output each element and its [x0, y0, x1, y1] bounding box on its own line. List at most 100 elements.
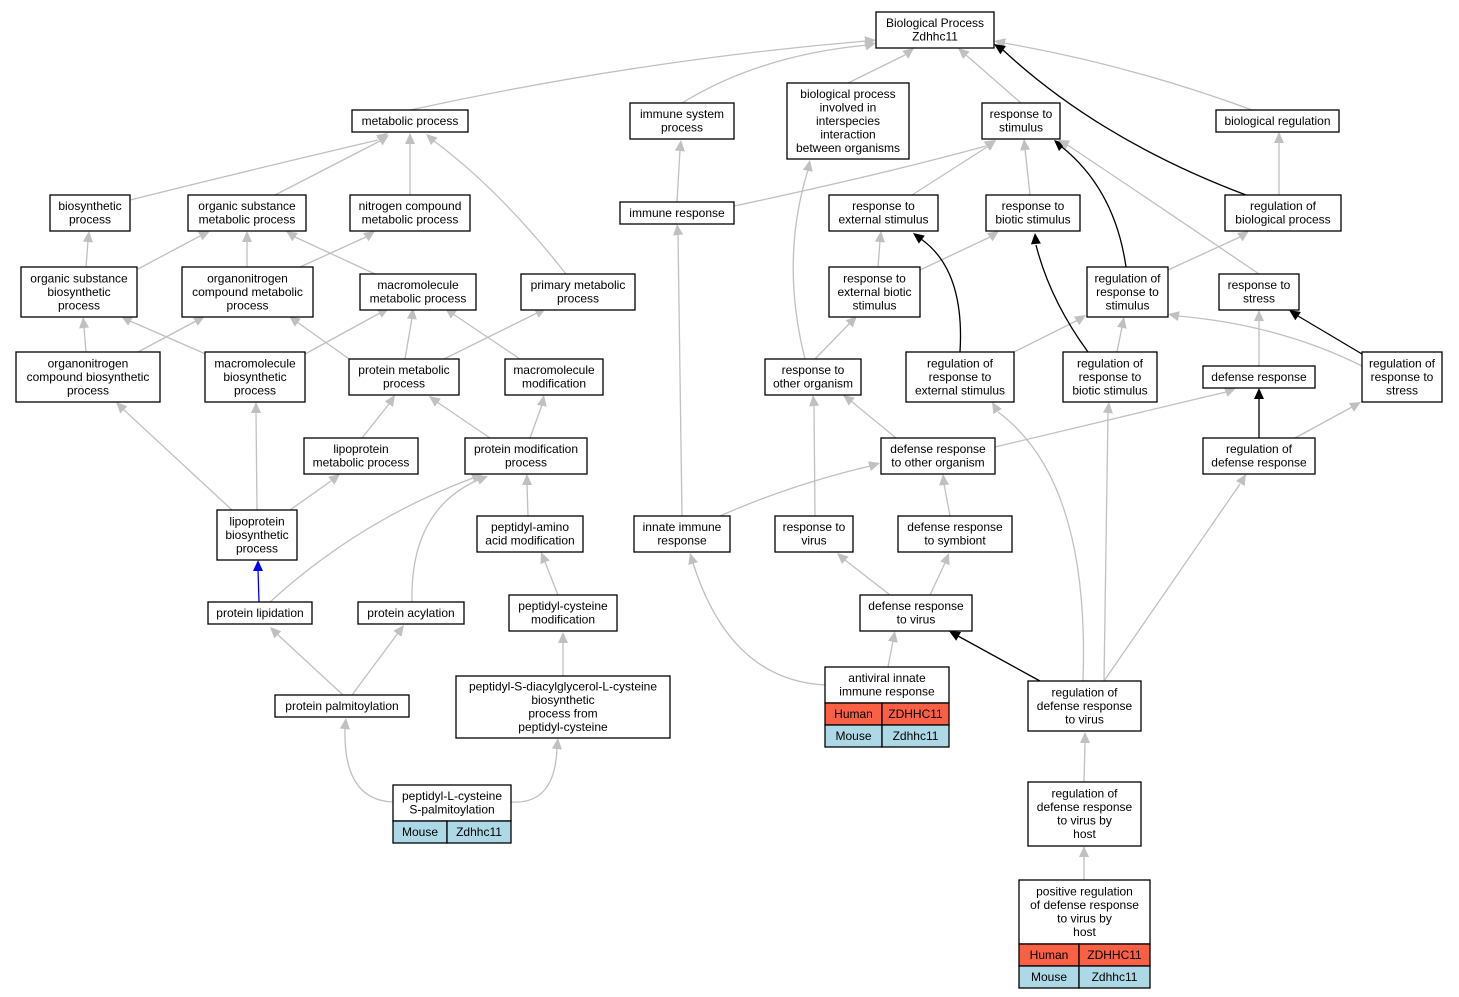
arrowhead-def_other-to-defense [1223, 387, 1236, 397]
node-label-line: antiviral innate [848, 671, 926, 685]
go-term-node-metabolic[interactable]: metabolic process [351, 109, 469, 133]
go-term-node-pep-palm[interactable]: peptidyl-L-cysteineS-palmitoylationMouse… [392, 784, 512, 844]
arrowhead-immune_resp-to-immune_sys [674, 140, 685, 152]
edge-reg_def_virus-to-def_virus [957, 635, 1041, 682]
go-term-node-prot-palm[interactable]: protein palmitoylation [274, 694, 410, 718]
edge-reg_resp_ext-to-resp_ext [920, 238, 962, 353]
node-box [274, 694, 410, 718]
arrowhead-orgnitro_bio-to-org_sub_bio [79, 317, 90, 329]
node-label-line: biotic stimulus [1072, 383, 1147, 397]
human-species-label: Human [1030, 948, 1069, 962]
node-label-line: lipoprotein [333, 442, 388, 456]
node-box [981, 102, 1061, 140]
node-label-line: response to [1002, 199, 1065, 213]
node-label-line: response to [990, 107, 1053, 121]
arrowhead-protein_met-to-macro_met [406, 308, 417, 320]
node-box [15, 351, 161, 403]
arrowhead-pep_amino-to-prot_mod [522, 474, 532, 485]
go-term-node-prot-lipid[interactable]: protein lipidation [207, 601, 313, 625]
node-label-line: stimulus [1105, 298, 1149, 312]
node-label-line: to symbiont [924, 534, 986, 548]
edge-prot_acyl-to-prot_mod [411, 479, 479, 603]
node-label-line: stimulus [852, 298, 896, 312]
go-term-node-prot-acyl[interactable]: protein acylation [357, 601, 465, 625]
node-label-line: immune system [640, 107, 724, 121]
edge-antiviral-to-def_virus [887, 640, 894, 668]
go-term-node-pep-diacyl[interactable]: peptidyl-S-diacylglycerol-L-cysteinebios… [455, 675, 671, 739]
node-label-line: modification [531, 613, 595, 627]
node-box [1202, 365, 1316, 389]
go-term-node-bio-reg[interactable]: biological regulation [1215, 109, 1340, 133]
edge-innate-to-immune_resp [677, 233, 683, 517]
node-label-line: other organism [773, 377, 853, 391]
node-label-line: external stimulus [915, 383, 1005, 397]
mouse-species-label: Mouse [402, 825, 438, 839]
arrowhead-reg_def-to-reg_resp_stress [1348, 402, 1361, 412]
edge-resp_biotic-to-resp_stim [1024, 148, 1031, 196]
edge-macro_met-to-org_sub_met [294, 236, 376, 275]
arrowhead-macro_bio-to-org_sub_bio [121, 316, 134, 326]
go-term-node-immune-resp[interactable]: immune response [619, 201, 735, 225]
node-label-line: process [234, 383, 276, 397]
node-label-line: protein modification [474, 442, 578, 456]
arrowhead-prot_lipid-to-lipoprot_bio [253, 560, 263, 571]
node-label-line: process [226, 298, 268, 312]
node-label-line: peptidyl-amino [491, 520, 569, 534]
human-species-label: Human [834, 707, 873, 721]
go-term-node-defense[interactable]: defense response [1202, 365, 1316, 389]
node-box [824, 666, 950, 704]
node-label-line: to virus [1065, 712, 1104, 726]
node-label-line: peptidyl-cysteine [518, 720, 608, 734]
arrowhead-org_sub_bio-to-org_sub_met [197, 231, 210, 241]
edge-prot_mod-to-macro_mod [529, 404, 543, 439]
node-box [985, 194, 1081, 232]
edge-prot_palm-to-prot_acyl [351, 632, 399, 696]
node-box [880, 437, 996, 475]
edge-reg_def_virus-to-reg_resp_ext [997, 411, 1085, 682]
edge-immune_sys-to-bp [681, 44, 869, 104]
mouse-gene-label: Zdhhc11 [1092, 970, 1138, 984]
edge-resp_other-to-interspecies [792, 169, 809, 360]
node-label-line: regulation of [1077, 356, 1144, 370]
